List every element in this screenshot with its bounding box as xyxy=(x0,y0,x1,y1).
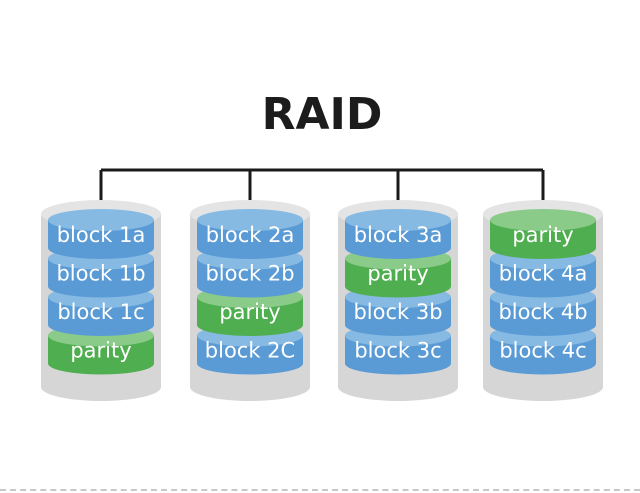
block-label: block 2b xyxy=(205,262,294,286)
block-body xyxy=(490,220,596,259)
block-label: parity xyxy=(512,223,573,247)
block-label: block 3b xyxy=(353,300,442,324)
disk-2-cylinder: block 2C parity block 2b block 2a xyxy=(190,200,310,401)
block-body xyxy=(48,258,154,298)
block-label: block 4b xyxy=(498,300,587,324)
disk-array: parity block 1c block 1b block 1a block 2C pa… xyxy=(41,200,603,401)
block-top xyxy=(197,209,303,231)
block-body xyxy=(345,335,451,375)
block-top xyxy=(490,209,596,231)
block-body xyxy=(490,297,596,336)
diagram-title: RAID xyxy=(262,89,383,140)
block-top xyxy=(345,209,451,231)
bottom-divider xyxy=(0,489,640,491)
block-top xyxy=(48,209,154,231)
block-label: parity xyxy=(70,339,131,363)
block-label: block 1a xyxy=(57,223,146,247)
block-label: block 1b xyxy=(56,262,145,286)
block-body xyxy=(48,220,154,259)
block-body xyxy=(345,297,451,336)
block-body xyxy=(490,335,596,375)
block-body xyxy=(197,297,303,336)
block-body xyxy=(48,297,154,336)
block-label: parity xyxy=(367,262,428,286)
data-block: block 2a xyxy=(197,209,303,259)
block-label: block 3a xyxy=(354,223,443,247)
block-label: block 2a xyxy=(206,223,295,247)
data-block: block 3a xyxy=(345,209,451,259)
block-body xyxy=(197,258,303,298)
block-body xyxy=(490,258,596,298)
block-label: block 4c xyxy=(499,339,586,363)
block-label: block 3c xyxy=(354,339,441,363)
block-body xyxy=(345,220,451,259)
disk-4-cylinder: block 4c block 4b block 4a parity xyxy=(483,200,603,401)
block-body xyxy=(197,220,303,259)
connector-lines xyxy=(99,168,545,213)
disk-3-cylinder: block 3c block 3b parity block 3a xyxy=(338,200,458,401)
data-block: block 1a xyxy=(48,209,154,259)
block-body xyxy=(345,258,451,298)
block-label: parity xyxy=(219,300,280,324)
parity-block: parity xyxy=(490,209,596,259)
block-body xyxy=(197,335,303,375)
block-label: block 4a xyxy=(499,262,588,286)
block-label: block 2C xyxy=(205,339,295,363)
block-body xyxy=(48,335,154,375)
block-label: block 1c xyxy=(57,300,144,324)
disk-1-cylinder: parity block 1c block 1b block 1a xyxy=(41,200,161,401)
